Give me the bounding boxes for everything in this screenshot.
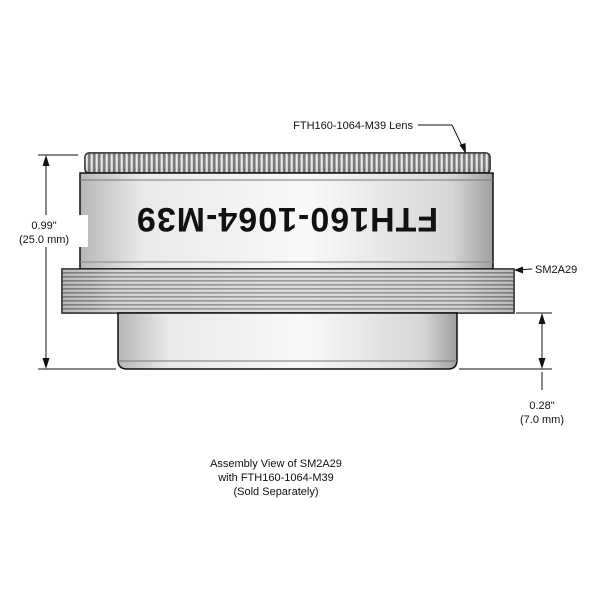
- lens-callout-label: FTH160-1064-M39 Lens: [293, 120, 413, 132]
- overall-height-dimension: [2, 154, 116, 370]
- lens-barrel: [79, 172, 494, 270]
- thread-depth-dimension: [459, 312, 552, 390]
- caption-line-2: with FTH160-1064-M39: [217, 472, 334, 484]
- adapter-callout-leader: [514, 266, 533, 274]
- caption-line-1: Assembly View of SM2A29: [210, 458, 342, 470]
- adapter-lower-barrel: [117, 312, 458, 370]
- lens-callout-leader: [418, 124, 466, 154]
- lens-engraving-text: FTH160-1064-M39: [136, 200, 438, 238]
- caption-line-3: (Sold Separately): [234, 486, 319, 498]
- overall-height-mm: (25.0 mm): [19, 234, 69, 246]
- adapter-callout-label: SM2A29: [535, 264, 577, 276]
- thread-depth-mm: (7.0 mm): [520, 414, 564, 426]
- overall-height-inches: 0.99": [31, 220, 56, 232]
- thread-depth-inches: 0.28": [529, 400, 554, 412]
- sm2a29-adapter-ring: [61, 268, 515, 314]
- lens-knurled-ring: [84, 152, 491, 174]
